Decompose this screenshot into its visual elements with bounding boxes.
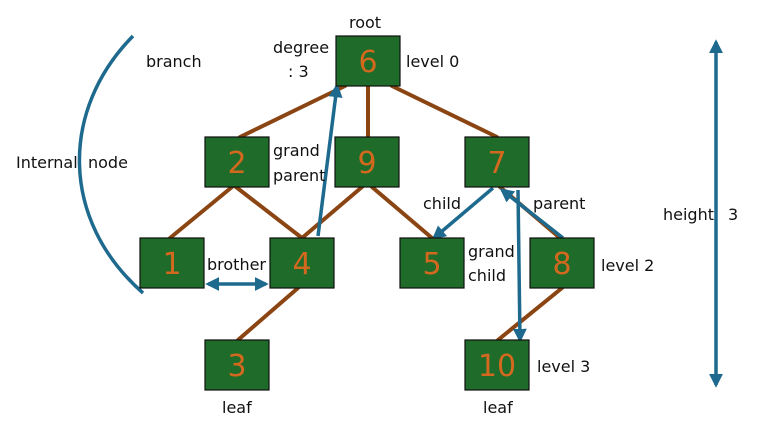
degree-label-line1: degree bbox=[273, 38, 329, 57]
node-box bbox=[399, 237, 465, 289]
tree-node-2: 2 bbox=[204, 136, 270, 188]
node-box bbox=[204, 136, 270, 188]
node-box bbox=[335, 35, 401, 87]
internal-label: Internal bbox=[16, 153, 78, 172]
tree-edges bbox=[168, 84, 564, 342]
degree-arrow bbox=[316, 83, 343, 237]
brother-label: brother bbox=[207, 255, 266, 274]
grand-child-label-line1: grand bbox=[468, 242, 515, 261]
leaf-label-right: leaf bbox=[483, 398, 513, 417]
tree-node-1: 1 bbox=[139, 237, 205, 289]
tree-node-9: 9 bbox=[334, 136, 400, 188]
edge-9-5 bbox=[370, 185, 434, 240]
edge-2-4 bbox=[234, 185, 304, 240]
node-box bbox=[334, 136, 400, 188]
node-label: node bbox=[88, 153, 128, 172]
tree-node-5: 5 bbox=[399, 237, 465, 289]
grand-child-label-line2: child bbox=[468, 266, 506, 285]
tree-node-6: 6 bbox=[335, 35, 401, 87]
root-label: root bbox=[349, 13, 381, 32]
parent-arrow bbox=[499, 188, 565, 240]
node-number: 10 bbox=[478, 349, 516, 384]
node-number: 6 bbox=[358, 45, 377, 80]
height-value-label: 3 bbox=[728, 205, 738, 224]
edge-6-7 bbox=[390, 84, 499, 139]
edge-6-2 bbox=[238, 84, 347, 139]
child-arrow bbox=[431, 186, 495, 240]
edge-2-1 bbox=[168, 185, 234, 240]
node-box bbox=[464, 339, 530, 391]
node-number: 3 bbox=[227, 349, 246, 384]
branch-label: branch bbox=[146, 52, 202, 71]
node-box bbox=[269, 237, 335, 289]
level3-arrow bbox=[512, 189, 527, 343]
node-number: 2 bbox=[227, 146, 246, 181]
tree-node-4: 4 bbox=[269, 237, 335, 289]
level0-label: level 0 bbox=[406, 52, 459, 71]
grand-parent-label-line1: grand bbox=[273, 141, 320, 160]
branch-arc bbox=[77, 34, 145, 295]
relation-arrows bbox=[77, 34, 723, 388]
node-number: 4 bbox=[292, 247, 311, 282]
edge-8-10 bbox=[496, 286, 564, 342]
leaf-label-left: leaf bbox=[222, 398, 252, 417]
tree-nodes: 6 2 9 7 1 4 5 8 3 10 bbox=[139, 35, 595, 391]
node-box bbox=[139, 237, 205, 289]
child-label: child bbox=[423, 194, 461, 213]
level2-label: level 2 bbox=[601, 256, 654, 275]
height-label: height bbox=[663, 205, 714, 224]
node-box bbox=[204, 339, 270, 391]
tree-node-10: 10 bbox=[464, 339, 530, 391]
node-box bbox=[464, 136, 530, 188]
node-box bbox=[529, 237, 595, 289]
node-number: 5 bbox=[422, 247, 441, 282]
tree-node-8: 8 bbox=[529, 237, 595, 289]
edge-4-3 bbox=[236, 286, 300, 342]
annotation-labels: root degree : 3 level 0 branch Internal … bbox=[16, 13, 738, 417]
grand-parent-label-line2: parent bbox=[273, 166, 325, 185]
edge-9-4 bbox=[300, 185, 364, 240]
tree-node-3: 3 bbox=[204, 339, 270, 391]
parent-label: parent bbox=[533, 194, 585, 213]
node-number: 7 bbox=[487, 146, 506, 181]
node-number: 9 bbox=[357, 146, 376, 181]
node-number: 8 bbox=[552, 247, 571, 282]
node-number: 1 bbox=[162, 247, 181, 282]
tree-node-7: 7 bbox=[464, 136, 530, 188]
level3-label: level 3 bbox=[537, 357, 590, 376]
degree-label-line2: : 3 bbox=[288, 62, 309, 81]
